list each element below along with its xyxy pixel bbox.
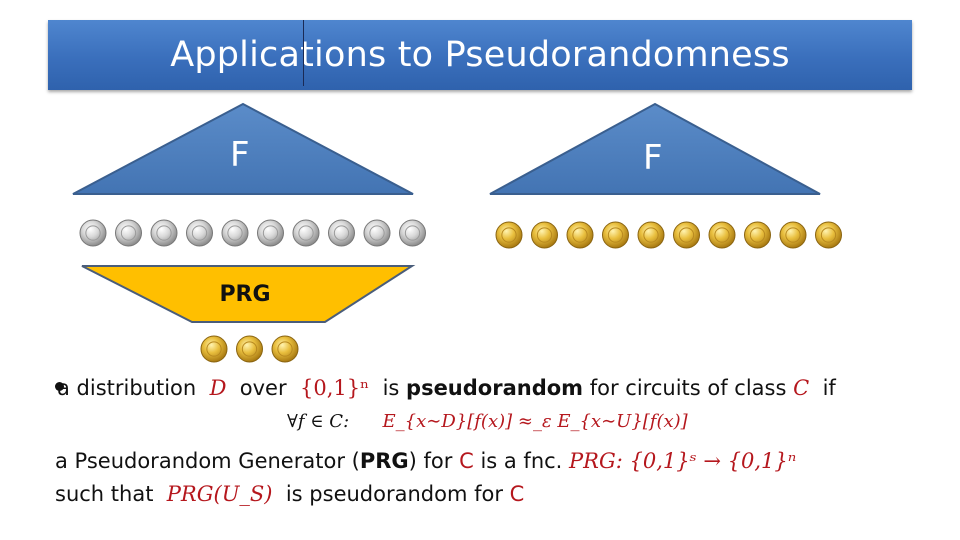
gold-seed-coin-icon <box>237 336 263 362</box>
gold-coin-icon <box>816 222 842 248</box>
text-such-that: such that <box>55 482 153 506</box>
right-input-coins <box>496 222 842 248</box>
gold-coin-icon <box>780 222 806 248</box>
var-d: D <box>210 376 227 400</box>
text-pseudorandom: pseudorandom <box>406 376 583 400</box>
left-input-coins <box>80 220 426 246</box>
silver-coin-icon <box>400 220 426 246</box>
expectation-expr: E_{x∼D}[f(x)] ≈_ε E_{x∼U}[f(x)] <box>383 411 688 432</box>
text-is: is <box>383 376 400 400</box>
prg-map-expr: PRG: {0,1}ˢ → {0,1}ⁿ <box>569 449 796 473</box>
gold-seed-coin-icon <box>272 336 298 362</box>
gold-coin-icon <box>496 222 522 248</box>
var-c: C <box>793 376 809 400</box>
text-for: ) for <box>409 449 453 473</box>
definition-line-2: ∀f ∈ C: E_{x∼D}[f(x)] ≈_ε E_{x∼U}[f(x)] <box>287 408 688 432</box>
silver-coin-icon <box>258 220 284 246</box>
gold-coin-icon <box>638 222 664 248</box>
prg-us-expr: PRG(U_S) <box>167 482 273 506</box>
text-prefix: a distribution <box>57 376 196 400</box>
left-triangle-label: F <box>230 135 250 175</box>
silver-coin-icon <box>187 220 213 246</box>
gold-coin-icon <box>674 222 700 248</box>
definition-line-1: a distribution D over {0,1}ⁿ is pseudora… <box>57 376 836 400</box>
silver-coin-icon <box>80 220 106 246</box>
gold-coin-icon <box>532 222 558 248</box>
text-if: if <box>823 376 836 400</box>
gold-coin-icon <box>567 222 593 248</box>
silver-coin-icon <box>293 220 319 246</box>
silver-coin-icon <box>222 220 248 246</box>
gold-seed-coin-icon <box>201 336 227 362</box>
text-is-fnc: is a fnc. <box>480 449 562 473</box>
text-prg-prefix: a Pseudorandom Generator ( <box>55 449 360 473</box>
text-is-pseudorandom-for: is pseudorandom for <box>286 482 503 506</box>
var-c-red-2: C <box>510 482 525 506</box>
text-for-circuits: for circuits of class <box>590 376 787 400</box>
right-triangle-label: F <box>643 138 663 178</box>
gold-coin-icon <box>745 222 771 248</box>
gold-coin-icon <box>709 222 735 248</box>
silver-coin-icon <box>329 220 355 246</box>
text-prg-bold: PRG <box>360 449 409 473</box>
silver-coin-icon <box>151 220 177 246</box>
definition-line-3: a Pseudorandom Generator (PRG) for C is … <box>55 449 796 473</box>
seed-coins <box>201 336 298 362</box>
set-expr: {0,1}ⁿ <box>300 376 369 400</box>
silver-coin-icon <box>116 220 142 246</box>
silver-coin-icon <box>364 220 390 246</box>
forall-expr: ∀f ∈ C: <box>287 411 349 432</box>
prg-label: PRG <box>200 282 290 307</box>
definition-line-4: such that PRG(U_S) is pseudorandom for C <box>55 482 524 506</box>
var-c-red: C <box>459 449 474 473</box>
text-over: over <box>240 376 287 400</box>
gold-coin-icon <box>603 222 629 248</box>
